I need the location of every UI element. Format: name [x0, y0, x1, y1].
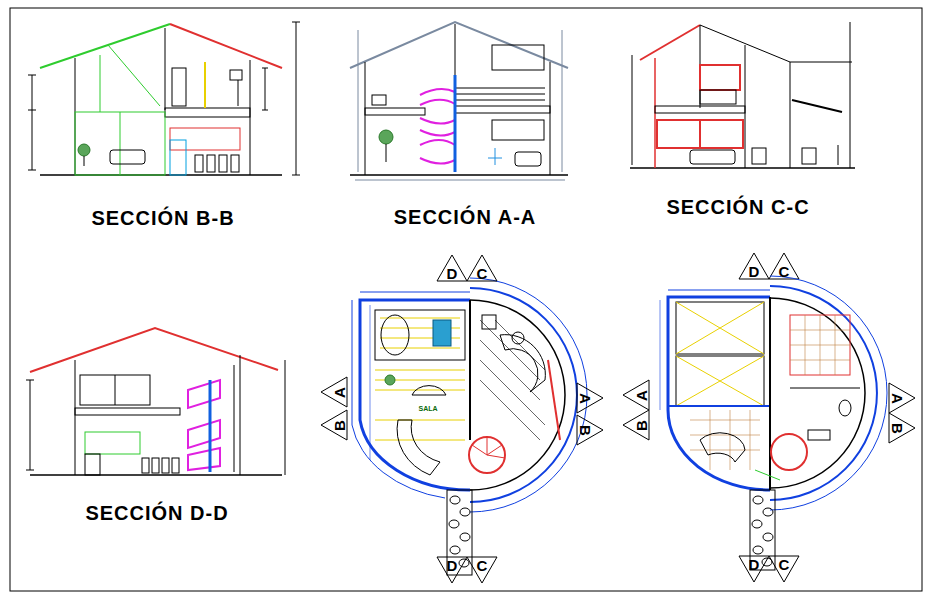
section-marker: C: [477, 266, 488, 281]
section-marker: D: [749, 264, 760, 279]
ground-floor-plan: [352, 278, 587, 575]
section-marker: C: [779, 264, 790, 279]
section-a-a: [350, 22, 568, 180]
section-marker: A: [578, 393, 593, 404]
section-d-d: [26, 328, 285, 475]
section-marker: C: [477, 558, 488, 573]
section-marker: D: [749, 557, 760, 572]
section-marker: B: [634, 420, 649, 431]
section-title: SECCIÓN C-C: [666, 197, 809, 217]
section-b-b: [28, 22, 300, 175]
section-marker: A: [890, 393, 905, 404]
upper-floor-plan: [660, 276, 887, 570]
section-title: SECCIÓN B-B: [91, 208, 234, 228]
section-c-c: [630, 22, 855, 168]
section-title: SECCIÓN A-A: [394, 207, 536, 227]
section-markers: [321, 253, 915, 583]
section-marker: D: [447, 558, 458, 573]
sheet-frame: [10, 8, 922, 591]
section-marker: B: [578, 425, 593, 436]
section-marker: A: [332, 387, 347, 398]
section-marker: B: [890, 423, 905, 434]
section-marker: A: [634, 390, 649, 401]
section-marker: B: [332, 420, 347, 431]
room-label: SALA: [418, 405, 437, 412]
section-marker: D: [447, 266, 458, 281]
section-marker: C: [779, 557, 790, 572]
section-title: SECCIÓN D-D: [85, 503, 228, 523]
